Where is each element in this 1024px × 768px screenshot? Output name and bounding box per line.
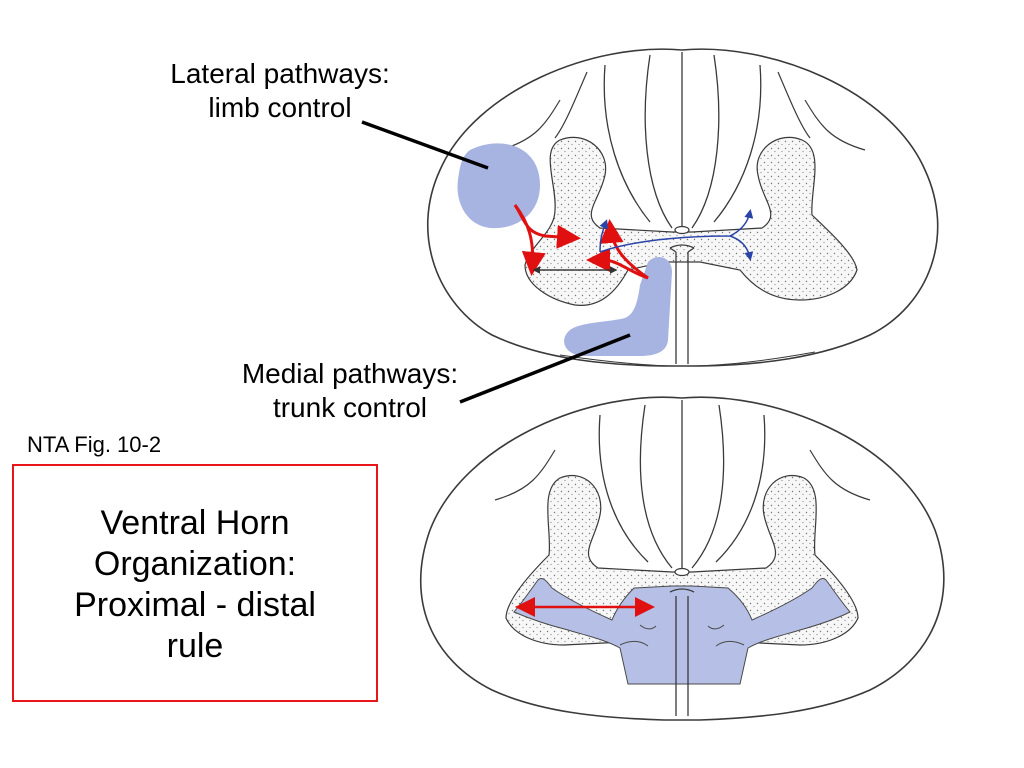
top-ventral-fissure: [669, 244, 695, 364]
bottom-gray-matter: [505, 475, 859, 646]
top-root-lines: [499, 71, 866, 151]
medial-pathway-region: [564, 257, 672, 356]
top-central-canal: [674, 225, 690, 235]
bottom-cord-section: [419, 396, 945, 721]
figure-reference: NTA Fig. 10-2: [27, 432, 162, 457]
title-box: Ventral Horn Organization: Proximal - di…: [12, 464, 378, 702]
title-line-4: rule: [166, 627, 224, 665]
title-text: Ventral Horn Organization: Proximal - di…: [74, 503, 316, 667]
medial-label-line-1: Medial pathways:: [241, 358, 459, 389]
lateral-label-line-1: Lateral pathways:: [170, 58, 390, 89]
top-blue-arrows: [599, 209, 754, 261]
top-red-arrows: [513, 204, 649, 280]
medial-leader-line: [459, 333, 631, 404]
lateral-pathways-label: Lateral pathways: limb control: [140, 57, 420, 125]
medial-pathways-label: Medial pathways: trunk control: [210, 357, 490, 425]
title-line-3: Proximal - distal: [74, 586, 316, 624]
bottom-dorsal-columns: [598, 400, 766, 569]
lateral-label-line-2: limb control: [208, 92, 352, 123]
top-dorsal-columns: [603, 52, 762, 229]
medial-label-line-2: trunk control: [272, 392, 428, 423]
lateral-leader-line: [361, 120, 489, 170]
lateral-pathway-region: [457, 143, 540, 229]
title-line-2: Organization:: [93, 545, 297, 583]
title-line-1: Ventral Horn: [100, 504, 290, 542]
homunculus-figure: [513, 577, 851, 685]
top-cord-section: [361, 48, 939, 404]
